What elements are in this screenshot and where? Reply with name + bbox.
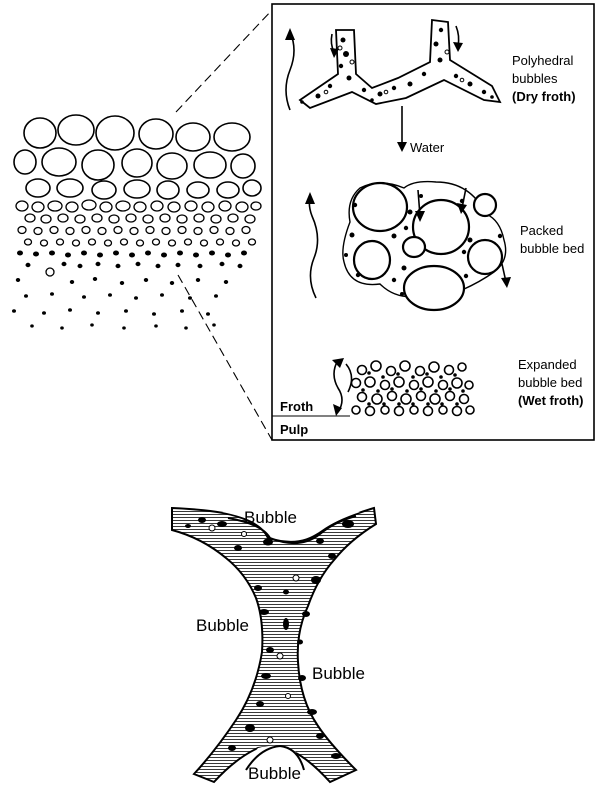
plateau-border-junction [172,508,376,785]
dispersed-bubbles [12,251,247,330]
stage-2-label-line1: Packed [520,222,563,239]
junction-label-bottom: Bubble [248,764,301,784]
stage-3-label-line1: Expanded [518,356,577,373]
junction-label-left: Bubble [196,616,249,636]
stage-1-label-line2: bubbles [512,70,558,87]
junction-label-top: Bubble [244,508,297,528]
stage-3-label-line2: bubble bed [518,374,582,391]
junction-label-right: Bubble [312,664,365,684]
froth-column-section [12,115,261,330]
zoom-guide-lines [176,10,272,440]
stage-2-label-line2: bubble bed [520,240,584,257]
large-bubbles [14,115,261,199]
stage-1-label-line3: (Dry froth) [512,88,576,105]
stage-1-label-line1: Polyhedral [512,52,573,69]
froth-label: Froth [280,398,313,415]
stage-3-label-line3: (Wet froth) [518,392,583,409]
pulp-label: Pulp [280,421,308,438]
water-label: Water [410,139,444,156]
